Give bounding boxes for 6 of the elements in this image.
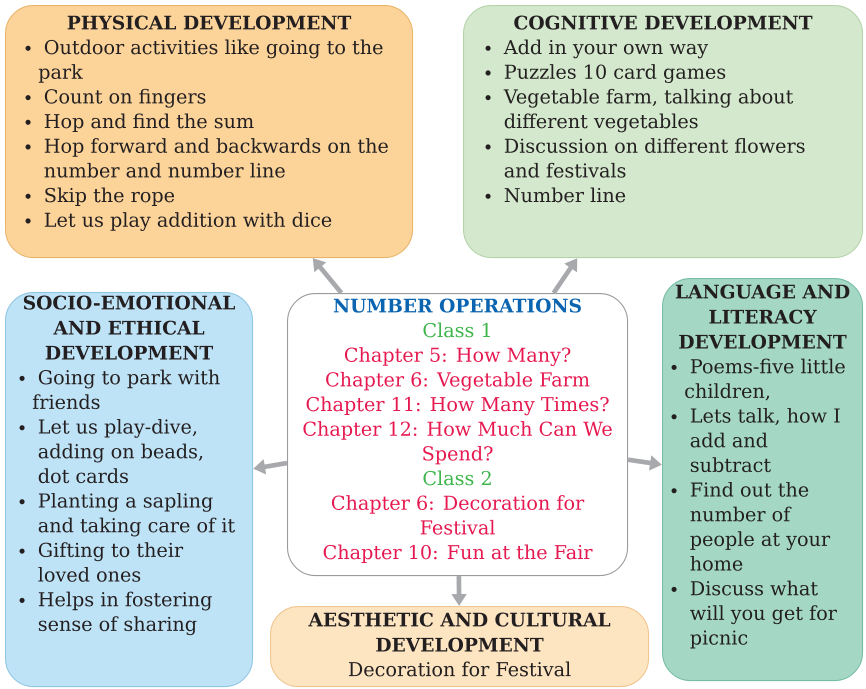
topic-box: SOCIO-EMOTIONAL AND ETHICAL DEVELOPMENT Going to park with friends Let us play-dive, adding on beads, dot cards Planting a sapling and taking care of it Gifting to their loved ones Helps in fostering sense of sharing [5, 292, 254, 688]
topic-box: PHYSICAL DEVELOPMENT Outdoor activities like going to the park Count on fingers Hop and find the sum Hop forward and backwards on the number and number line Skip the rope Let us play addition with dice [5, 5, 414, 258]
topic-box: AESTHETIC AND CULTURAL DEVELOPMENT Decoration for Festival [270, 606, 650, 688]
topic-box: COGNITIVE DEVELOPMENT Add in your own way Puzzles 10 card games Vegetable farm, talking about different vegetables Discussion on different flowers and festivals Number line [463, 5, 864, 258]
centre-box: NUMBER OPERATIONS Class 1 Chapter 5: How Many? Chapter 6: Vegetable Farm Chapter 11: How Many Times? Chapter 12: How Much Can We Spend? Class 2 Chapter 6: Decoration for Festival Chapter 10: Fun at the Fair [287, 293, 628, 576]
topic-box: LANGUAGE AND LITERACY DEVELOPMENT Poems-five little children, Lets talk, how I add and subtract Find out the number of people at your home Discuss what will you get for picnic [662, 278, 864, 682]
